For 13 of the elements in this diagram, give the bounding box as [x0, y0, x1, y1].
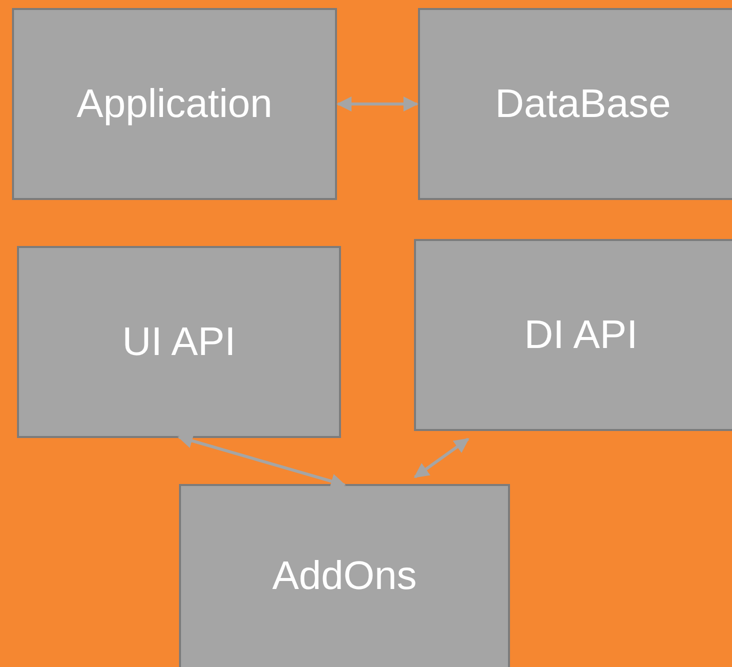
process-box [12, 8, 337, 200]
box-label: UI API [122, 320, 236, 364]
process-box [17, 246, 341, 438]
box-label: DataBase [495, 82, 671, 126]
process-box [414, 239, 732, 431]
box-label: Application [76, 82, 272, 126]
arrow [336, 96, 418, 112]
arrow [178, 434, 346, 488]
box-label: DI API [524, 312, 638, 358]
arrow [414, 438, 470, 478]
process-box [179, 484, 510, 667]
box-label: AddOns [272, 554, 417, 598]
process-box [418, 8, 732, 200]
